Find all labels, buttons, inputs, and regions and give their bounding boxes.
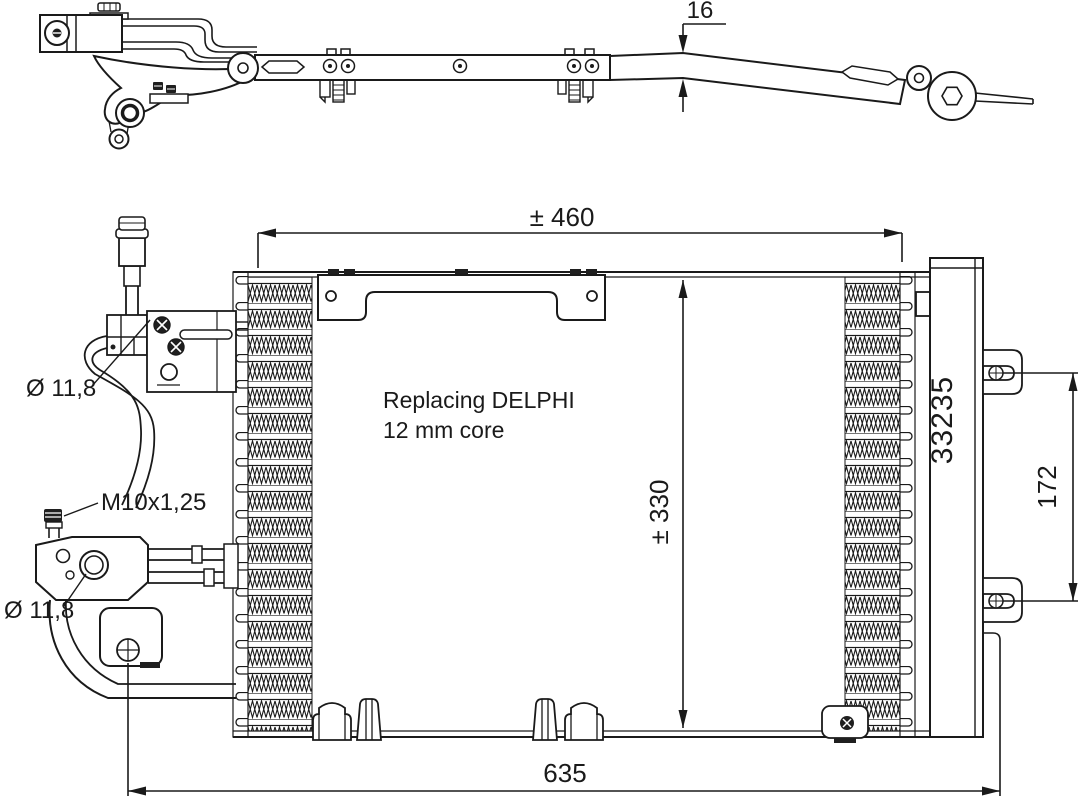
dim-core-width: ± 460 [257, 202, 903, 268]
bottom-right-bracket [821, 705, 869, 743]
top-view-pipes [122, 18, 257, 63]
dim-overall-width: 635 [127, 632, 1001, 796]
labels: Ø 11,8 M10x1,25 Ø 11,8 Replacing DELPHI … [4, 319, 575, 624]
dim-core-height-label: ± 330 [644, 480, 674, 545]
dim-overall-width-label: 635 [543, 758, 586, 788]
receiver-drier-tank: 33235 [915, 257, 1023, 738]
bottom-feet [312, 698, 604, 741]
part-number-label: 33235 [926, 376, 959, 464]
top-view-bracket-arm [92, 54, 249, 150]
label-port-upper-text: Ø 11,8 [26, 375, 96, 402]
dim-thickness-label: 16 [687, 0, 714, 24]
dim-core-width-label: ± 460 [530, 202, 595, 232]
core-fins-right [845, 277, 900, 731]
mounting-tab-bottom [982, 577, 1023, 623]
dim-bracket-pitch-label: 172 [1032, 465, 1062, 508]
label-port-lower: Ø 11,8 [4, 573, 87, 624]
label-thread-text: M10x1,25 [101, 489, 206, 516]
dim-bracket-pitch: 172 [1003, 372, 1078, 602]
note-line-2: 12 mm core [383, 417, 504, 443]
label-port-lower-text: Ø 11,8 [4, 597, 74, 624]
service-port-valve [115, 216, 149, 316]
dimensions: ± 460 ± 330 172 635 [127, 202, 1078, 796]
torx-screw-2 [167, 338, 185, 356]
mounting-tab-top [982, 349, 1023, 395]
front-view-drawing: 33235 [35, 216, 1023, 743]
torx-screw-1 [153, 316, 171, 334]
dim-core-height: ± 330 [644, 280, 688, 728]
top-mounting-bracket [317, 269, 606, 321]
top-view-left-fitting [39, 2, 129, 53]
top-view-rivets [322, 58, 600, 74]
top-view-drawing: 16 [39, 0, 1034, 150]
lower-fitting-block [35, 509, 239, 699]
label-port-upper: Ø 11,8 [26, 319, 151, 402]
top-view-clip-right [557, 79, 594, 104]
upper-bracket-plate [83, 310, 248, 509]
mount-point-lower-left [116, 638, 140, 662]
core-header-right [899, 271, 916, 738]
replacement-note: Replacing DELPHI 12 mm core [383, 387, 575, 443]
dim-thickness: 16 [678, 0, 726, 112]
core-fins-left [248, 277, 312, 731]
top-view-crossmember [227, 48, 611, 104]
note-line-1: Replacing DELPHI [383, 387, 575, 413]
label-thread: M10x1,25 [63, 489, 206, 517]
